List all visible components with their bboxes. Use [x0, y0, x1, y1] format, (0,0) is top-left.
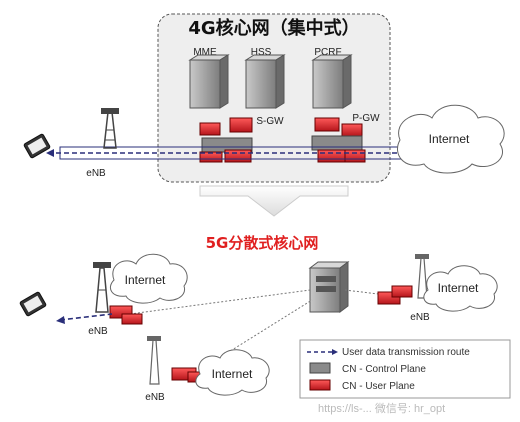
- gateway-label-sgw: S-GW: [256, 116, 284, 127]
- 4g-core-title: 4G核心网（集中式）: [188, 17, 359, 39]
- server-mme-icon: [188, 54, 230, 109]
- down-arrow-icon: [199, 185, 349, 217]
- gw-right-icon: [377, 285, 413, 305]
- server-label-pcrf: PCRF: [314, 47, 341, 58]
- server-pcrf-icon: [311, 54, 353, 109]
- enb-label-left: eNB: [88, 326, 108, 337]
- internet-cloud-left-icon: [110, 253, 188, 304]
- 5g-title: 5G分散式核心网: [206, 234, 319, 252]
- enb-label-right: eNB: [410, 312, 430, 323]
- enb-label-top: eNB: [86, 168, 106, 179]
- internet-cloud-right-icon: [423, 265, 498, 312]
- enb-tower-center-icon: [147, 336, 161, 385]
- internet-label-left: Internet: [125, 273, 166, 287]
- enb-tower-left-icon: [93, 262, 111, 313]
- server-label-hss: HSS: [251, 47, 272, 58]
- legend-control-label: CN - Control Plane: [342, 364, 426, 375]
- watermark: https://ls-... 微信号: hr_opt: [318, 401, 445, 415]
- phone-icon: [23, 133, 51, 159]
- internet-cloud-icon: [397, 104, 505, 174]
- central-server-icon: [308, 261, 350, 313]
- server-hss-icon: [244, 54, 286, 109]
- server-label-mme: MME: [193, 47, 217, 58]
- legend-user-label: CN - User Plane: [342, 381, 415, 392]
- internet-label-right: Internet: [438, 281, 479, 295]
- legend: [299, 339, 511, 399]
- gateway-label-pgw: P-GW: [352, 113, 380, 124]
- phone-bottom-icon: [19, 291, 47, 317]
- internet-cloud-center-icon: [195, 349, 270, 396]
- internet-label-top: Internet: [429, 132, 470, 146]
- pgw-stack-icon: [311, 117, 366, 163]
- enb-label-center: eNB: [145, 392, 165, 403]
- gw-left-icon: [109, 305, 143, 325]
- bottom-route: [56, 313, 113, 324]
- legend-route-label: User data transmission route: [342, 347, 470, 358]
- enb-tower-icon: [101, 108, 119, 149]
- internet-label-center: Internet: [212, 367, 253, 381]
